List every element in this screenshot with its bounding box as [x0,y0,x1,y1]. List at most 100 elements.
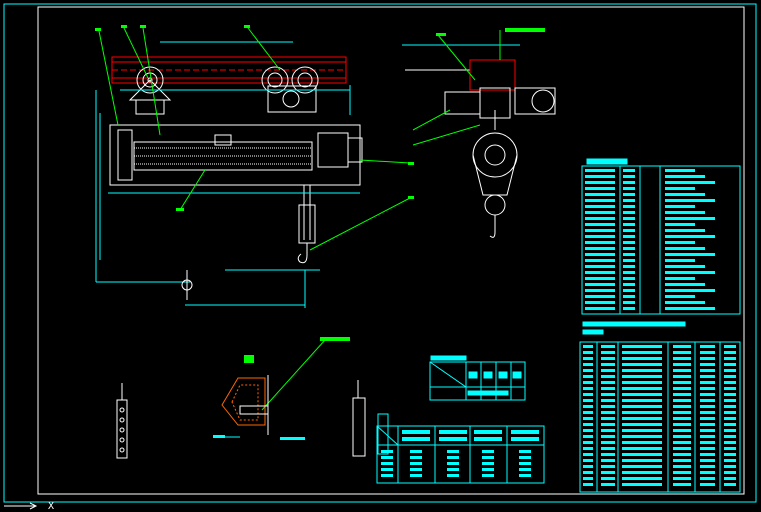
table-text-bar [583,477,593,480]
table-text-bar [447,474,459,477]
table-text-bar [673,345,691,348]
table-text-bar [482,474,494,477]
table-text-bar [665,235,715,238]
table-text-bar [700,393,715,396]
table-text-bar [622,345,662,348]
table-text-bar [583,435,593,438]
table-text-bar [700,447,715,450]
table-text-bar [724,417,736,420]
table-text-bar [623,289,635,292]
table-text-bar [665,289,715,292]
spec-table-bottom-cells [381,430,539,477]
table-text-bar [601,441,615,444]
table-text-bar [585,241,615,244]
table-text-bar [623,295,635,298]
table-text-bar [700,471,715,474]
table-text-bar [673,477,691,480]
table-text-bar [511,437,539,441]
table-text-bar [665,301,705,304]
table-text-bar [583,393,593,396]
table-text-bar [665,241,695,244]
table-text-bar [700,363,715,366]
table-text-bar [623,217,635,220]
table-text-bar [700,345,715,348]
table-text-bar [601,465,615,468]
hoist-side-view[interactable] [402,44,556,238]
table-text-bar [583,345,593,348]
table-text-bar [410,462,422,465]
table-text-bar [585,217,615,220]
table-text-bar [381,474,393,477]
table-text-bar [381,468,393,471]
table-text-bar [622,429,662,432]
table-text-bar [410,456,422,459]
table-text-bar [511,430,539,434]
table-text-bar [623,199,635,202]
table-text-bar [601,381,615,384]
table-text-bar [601,447,615,450]
table-text-bar [665,247,705,250]
front-view-dimensions [95,41,360,308]
hook-icon [297,243,308,264]
table-text-bar [601,387,615,390]
table-text-bar [700,465,715,468]
table-text-bar [601,471,615,474]
table-text-bar [583,369,593,372]
side-hook-icon [489,215,496,238]
table-text-bar [622,351,662,354]
table-text-bar [447,468,459,471]
trolley-wheel-right[interactable] [261,66,319,113]
table-text-bar [622,363,662,366]
table-text-bar [665,271,715,274]
table-text-bar [583,399,593,402]
table-text-bar [665,295,695,298]
spec-table-bottom [376,425,545,484]
table-text-bar [700,423,715,426]
table-text-bar [700,459,715,462]
table-text-bar [622,381,662,384]
spec-table-middle [429,355,526,401]
table-text-bar [673,423,691,426]
table-text-bar [724,453,736,456]
table-text-bar [724,405,736,408]
table-text-bar [724,363,736,366]
table-text-bar [673,459,691,462]
table-text-bar [724,459,736,462]
table-text-bar [622,453,662,456]
table-text-bar [583,483,593,486]
table-text-bar [474,437,502,441]
table-text-bar [585,235,615,238]
table-text-bar [585,265,615,268]
table-text-bar [622,387,662,390]
table-text-bar [601,363,615,366]
hoist-front-view[interactable] [95,41,363,308]
table-text-bar [724,435,736,438]
table-text-bar [402,437,430,441]
table-text-bar [673,453,691,456]
table-text-bar [700,417,715,420]
table-text-bar [673,417,691,420]
table-text-bar [583,447,593,450]
table-text-bar [623,169,635,172]
table-text-bar [381,456,393,459]
table-text-bar [673,441,691,444]
bottom-wheel-detail [181,270,193,300]
table-text-bar [402,430,430,434]
table-text-bar [673,351,691,354]
table-text-bar [665,169,695,172]
table-text-bar [724,399,736,402]
table-text-bar [622,411,662,414]
drum-top-box [214,134,232,146]
parameter-table [581,158,741,315]
table-text-bar [601,393,615,396]
table-text-bar [623,259,635,262]
table-text-bar [585,253,615,256]
table-text-bar [665,187,695,190]
table-text-bar [622,477,662,480]
table-text-bar [410,468,422,471]
table-text-bar [585,277,615,280]
table-text-bar [583,411,593,414]
table-text-bar [601,411,615,414]
table-text-bar [482,462,494,465]
